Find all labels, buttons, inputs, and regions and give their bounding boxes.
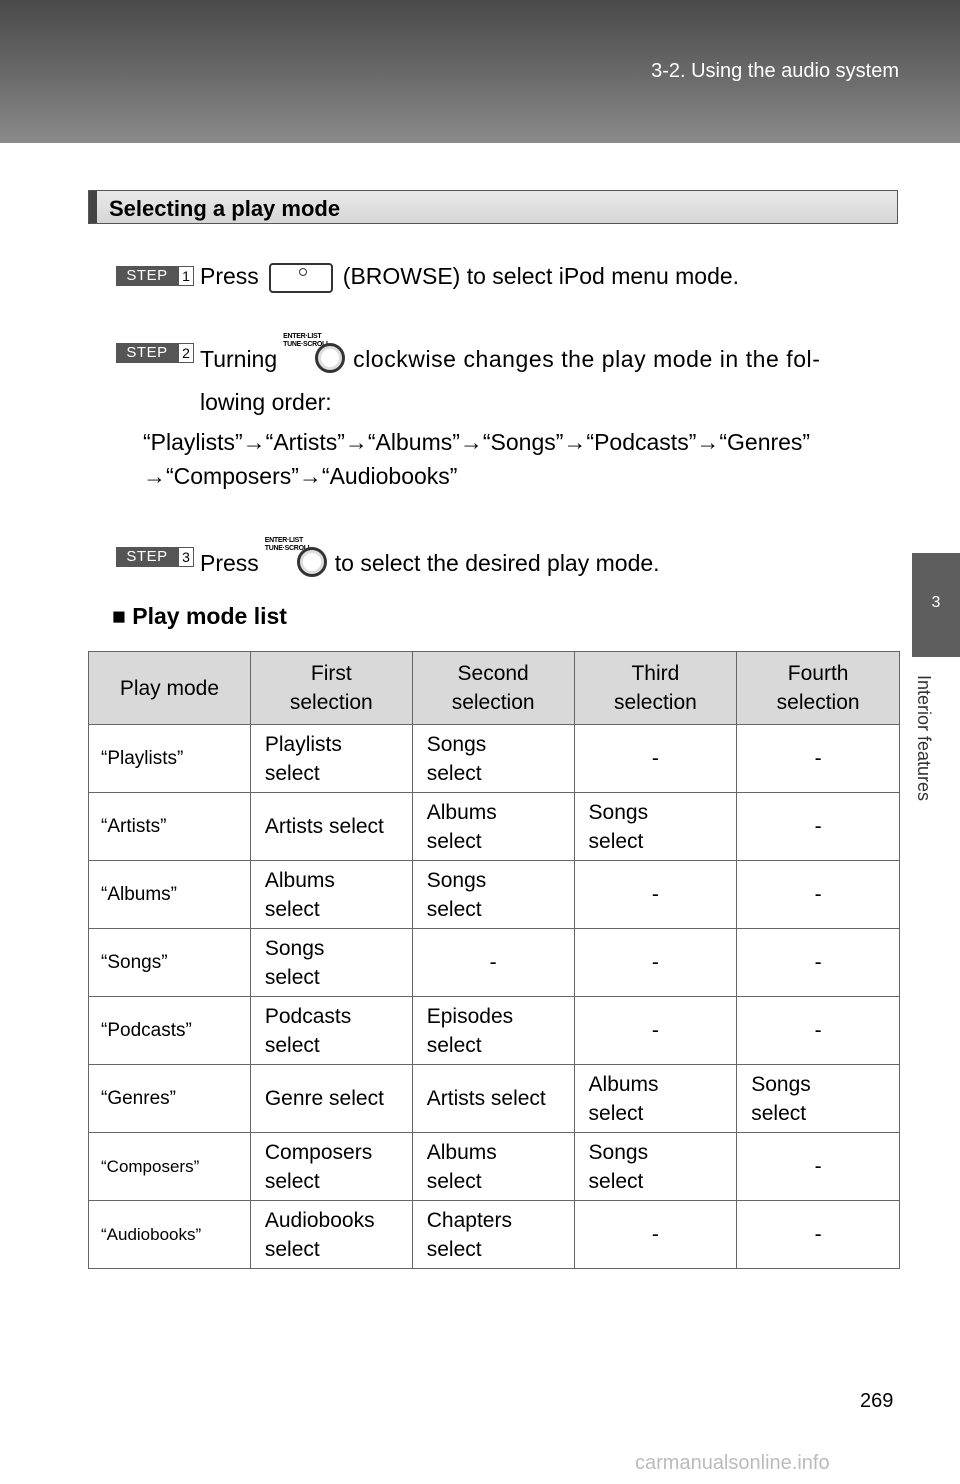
- table-cell: “Albums”: [88, 860, 251, 929]
- table-cell: “Playlists”: [88, 724, 251, 793]
- section-title-bar: [89, 191, 97, 223]
- table-cell: -: [573, 1200, 738, 1269]
- step-2-badge: STEP 2: [116, 343, 194, 363]
- table-cell: -: [736, 792, 900, 861]
- page-number: 269: [860, 1390, 894, 1412]
- header-play-mode: Play mode: [88, 651, 251, 725]
- play-mode-list-heading: ■ Play mode list: [112, 603, 287, 629]
- section-title-text: Selecting a play mode: [109, 196, 341, 221]
- table-cell: -: [736, 724, 900, 793]
- table-cell: Artists select: [249, 792, 413, 861]
- table-cell: -: [573, 996, 738, 1065]
- chapter-label: Interior features: [914, 675, 934, 802]
- table-cell: -: [411, 928, 575, 997]
- table-cell: “Composers”: [88, 1132, 251, 1201]
- table-cell: -: [736, 1132, 900, 1201]
- section-title: Selecting a play mode: [88, 190, 898, 224]
- table-cell: -: [573, 928, 738, 997]
- table-cell: -: [736, 1200, 900, 1269]
- play-order-line-2: →“Composers”→“Audiobooks”: [143, 463, 458, 489]
- page-header: 3-2. Using the audio system: [0, 0, 960, 143]
- table-cell: “Audiobooks”: [88, 1200, 251, 1269]
- table-cell: “Genres”: [88, 1064, 251, 1133]
- step-1-badge: STEP 1: [116, 266, 194, 286]
- table-cell: “Artists”: [88, 792, 251, 861]
- step-3-badge: STEP 3: [116, 547, 194, 567]
- table-cell: -: [736, 928, 900, 997]
- section-header-text: 3-2. Using the audio system: [651, 60, 899, 82]
- browse-button-icon: [268, 262, 333, 293]
- table-cell: Artists select: [411, 1064, 575, 1133]
- chapter-tab: 3: [912, 553, 960, 657]
- table-row: “Genres” Genre select Artists select Alb…: [88, 1064, 900, 1133]
- step-2-continuation: lowing order:: [200, 389, 332, 415]
- table-cell: -: [736, 996, 900, 1065]
- table-cell: -: [573, 724, 738, 793]
- play-order-line-1: “Playlists”→“Artists”→“Albums”→“Songs”→“…: [143, 429, 811, 455]
- table-cell: “Songs”: [88, 928, 251, 997]
- table-cell: -: [573, 860, 738, 929]
- watermark-link[interactable]: carmanualsonline.info: [635, 1452, 830, 1474]
- table-cell: Genre select: [249, 1064, 413, 1133]
- step-1-text: Press(BROWSE) to select iPod menu mode.: [200, 262, 739, 293]
- table-cell: “Podcasts”: [88, 996, 251, 1065]
- table-cell: -: [736, 860, 900, 929]
